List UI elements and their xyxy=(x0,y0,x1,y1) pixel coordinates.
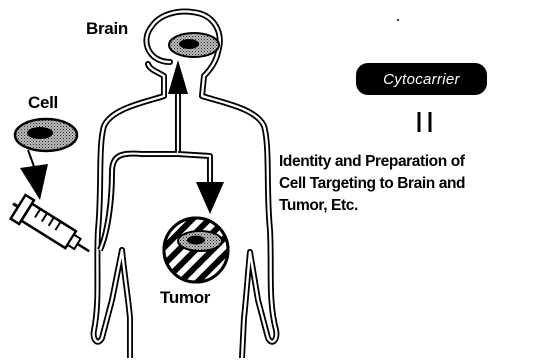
cytocarrier-badge: Cytocarrier xyxy=(356,63,487,95)
syringe-icon xyxy=(6,192,97,263)
arrow-up-to-brain-icon xyxy=(168,60,188,94)
brain-cell-icon xyxy=(169,33,219,57)
cell-icon xyxy=(15,119,77,151)
arrow-cell-to-syringe-icon xyxy=(20,150,48,200)
description-text: Identity and Preparation of Cell Targeti… xyxy=(279,151,549,217)
speck xyxy=(397,19,399,21)
description-line-3: Tumor, Etc. xyxy=(279,195,549,217)
equivalence-mark xyxy=(419,112,430,132)
description-line-1: Identity and Preparation of xyxy=(279,151,549,173)
brain-label: Brain xyxy=(86,20,128,37)
cytocarrier-text: Cytocarrier xyxy=(383,71,460,88)
tumor-icon xyxy=(160,214,232,286)
tumor-label: Tumor xyxy=(160,289,210,306)
description-line-2: Cell Targeting to Brain and xyxy=(279,173,549,195)
cell-label: Cell xyxy=(28,94,58,111)
arrow-down-to-tumor-icon xyxy=(196,182,224,214)
